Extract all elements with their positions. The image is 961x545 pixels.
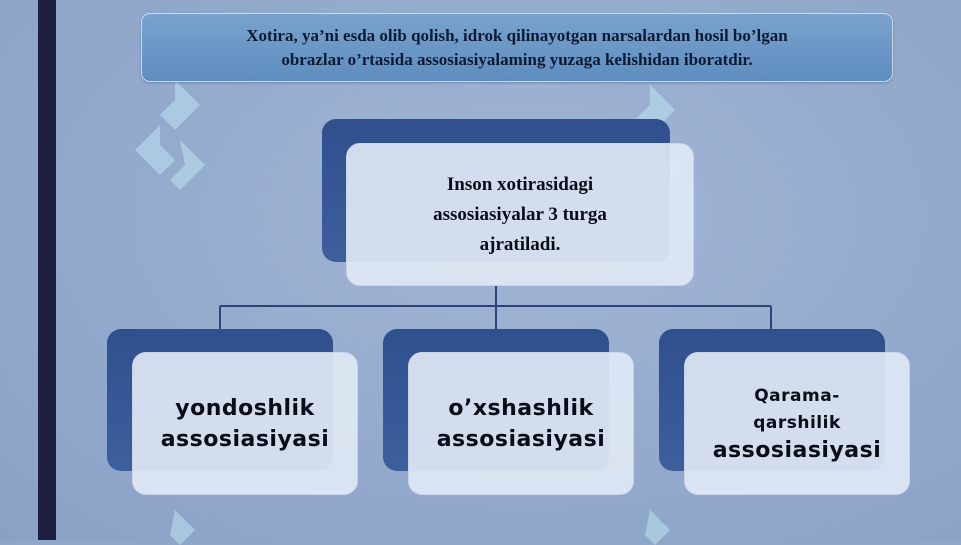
note-line-1: Xotira, ya’ni esda olib qolish, idrok qi… (246, 25, 788, 45)
child-3-line-3: assosiasiyasi (712, 438, 882, 463)
child-node-contrast: Qarama- qarshilik assosiasiyasi (684, 352, 910, 495)
logo-watermark-icon (645, 510, 670, 545)
child-3-line-2: qarshilik (753, 413, 841, 433)
note-line-2: obrazlar o’rtasida assosiasiyalaming yuz… (281, 49, 753, 69)
child-1-line-2: assosiasiyasi (160, 426, 330, 452)
root-line-1: Inson xotirasidagi (446, 173, 594, 195)
child-node-similarity: o’xshashlik assosiasiyasi (408, 352, 634, 495)
logo-watermark-icon (135, 80, 205, 190)
child-2-line-2: assosiasiyasi (436, 426, 606, 452)
child-1-line-1: yondoshlik (175, 395, 315, 421)
root-node: Inson xotirasidagi assosiasiyalar 3 turg… (346, 143, 694, 286)
child-3-line-1: Qarama- (754, 386, 840, 406)
child-node-contiguity: yondoshlik assosiasiyasi (132, 352, 358, 495)
left-accent-bar (38, 0, 56, 540)
definition-note: Xotira, ya’ni esda olib qolish, idrok qi… (141, 13, 893, 82)
root-line-2: assosiasiyalar 3 turga (433, 203, 607, 225)
root-line-3: ajratiladi. (479, 233, 561, 255)
child-2-line-1: o’xshashlik (448, 395, 594, 421)
logo-watermark-icon (170, 510, 195, 545)
